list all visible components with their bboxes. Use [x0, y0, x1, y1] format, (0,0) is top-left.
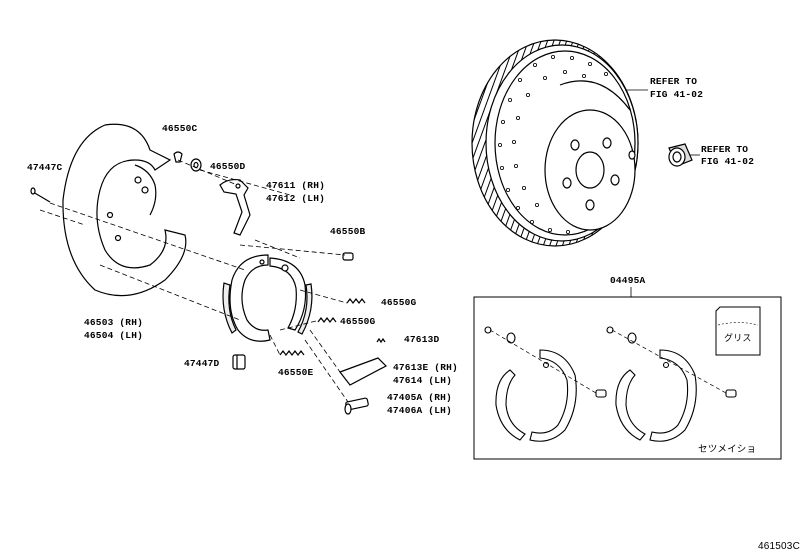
refer-label-bushing-2: FIG 41-02 — [701, 156, 755, 167]
part-label-46550b: 46550B — [330, 226, 366, 237]
washer-46550d — [190, 158, 202, 172]
pin-46550b — [342, 252, 354, 261]
part-label-47611: 47611 (RH) — [266, 180, 326, 191]
refer-label-rotor-2: FIG 41-02 — [650, 89, 704, 100]
part-label-46550d: 46550D — [210, 161, 246, 172]
kit-box-04495a — [473, 287, 782, 460]
clip-46550c — [173, 151, 183, 163]
dust-shield — [62, 123, 187, 297]
part-label-04495a: 04495A — [610, 275, 646, 286]
refer-label-rotor-1: REFER TO — [650, 76, 698, 87]
instruction-sheet-label: セツメイショ — [698, 444, 757, 455]
part-label-47612: 47612 (LH) — [266, 193, 326, 204]
part-label-47613e: 47613E (RH) — [393, 362, 458, 373]
part-label-47614: 47614 (LH) — [393, 375, 453, 386]
strut-47613e — [339, 357, 387, 386]
adjuster-47405a — [344, 397, 369, 415]
part-label-46550e: 46550E — [278, 367, 314, 378]
part-label-46550c: 46550C — [162, 123, 198, 134]
spring-46550g-a — [346, 298, 366, 304]
part-label-46503: 46503 (RH) — [84, 317, 144, 328]
spring-46550g-b — [317, 317, 337, 323]
brake-disc-rotor — [471, 39, 639, 247]
pin-47447c — [30, 187, 51, 203]
part-label-46550g-b: 46550G — [340, 316, 376, 327]
brake-shoe-assembly — [222, 254, 313, 342]
parking-brake-lever — [219, 178, 251, 236]
grease-bag-label: グリス — [724, 334, 752, 344]
hub-bushing — [668, 143, 693, 167]
refer-label-bushing-1: REFER TO — [701, 144, 749, 155]
part-label-47613d: 47613D — [404, 334, 440, 345]
part-label-47405a: 47405A (RH) — [387, 392, 452, 403]
part-label-47406a: 47406A (LH) — [387, 405, 452, 416]
part-label-47447d: 47447D — [184, 358, 220, 369]
document-code: 461503C — [758, 541, 800, 552]
part-label-47447c: 47447C — [27, 162, 63, 173]
clip-47447d — [232, 354, 246, 370]
part-label-46550g-a: 46550G — [381, 297, 417, 308]
spring-47613d — [376, 337, 386, 344]
dashed-assembly-lines — [39, 159, 349, 403]
part-label-46504: 46504 (LH) — [84, 330, 144, 341]
spring-46550e — [279, 350, 305, 356]
rotor-drill-holes — [497, 55, 609, 234]
